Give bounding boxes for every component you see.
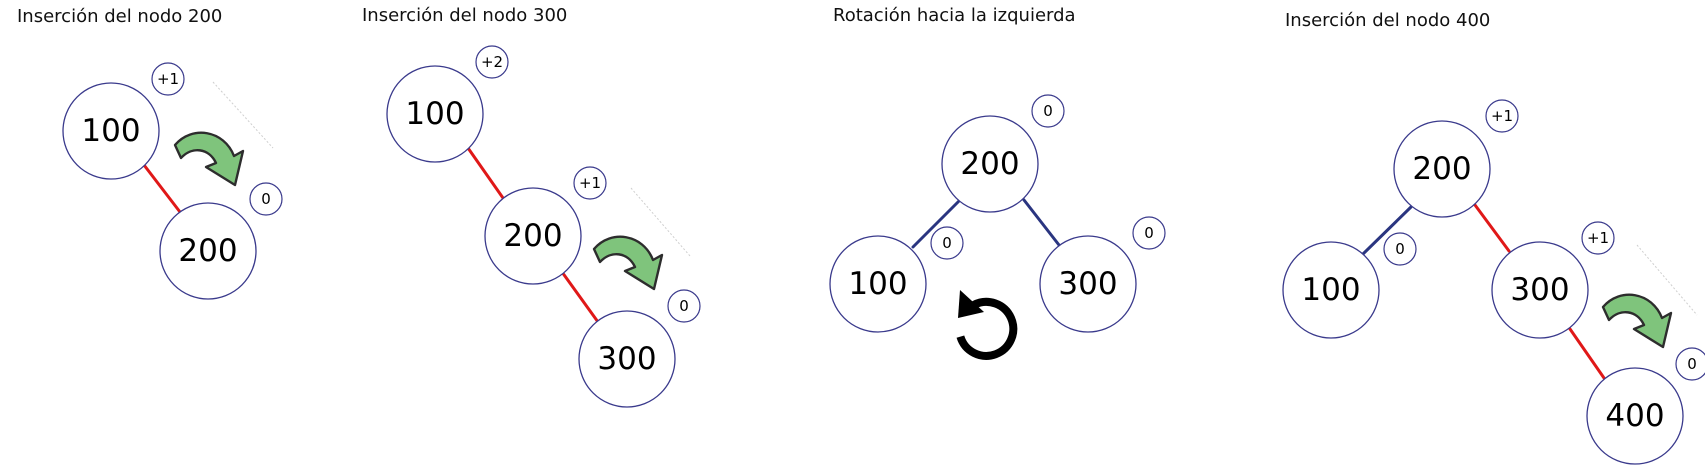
node-label: 100 <box>405 96 464 132</box>
balance-badge-100: 0 <box>930 226 964 260</box>
edge-300-400 <box>1568 327 1606 380</box>
node-label: 300 <box>597 341 656 377</box>
node-200: 200 <box>159 202 257 300</box>
node-100: 100 <box>1282 241 1380 339</box>
node-label: 100 <box>1301 272 1360 308</box>
edge-200-100 <box>911 198 962 249</box>
edge-200-100 <box>1361 205 1413 256</box>
node-label: 200 <box>960 146 1019 182</box>
svg-text:0: 0 <box>1043 102 1053 120</box>
node-100: 100 <box>386 65 484 163</box>
node-200: 200 <box>941 115 1039 213</box>
svg-text:0: 0 <box>679 297 689 315</box>
svg-text:0: 0 <box>261 190 271 208</box>
svg-text:+1: +1 <box>1587 229 1609 247</box>
motion-trail <box>212 81 274 149</box>
node-100: 100 <box>62 82 160 180</box>
svg-text:+1: +1 <box>579 174 601 192</box>
edge-200-300 <box>1022 198 1061 247</box>
node-label: 200 <box>1412 151 1471 187</box>
balance-badge-100: 0 <box>1383 232 1417 266</box>
edge-200-300 <box>1473 203 1511 253</box>
balance-badge-300: 0 <box>667 289 701 323</box>
svg-text:+2: +2 <box>481 53 503 71</box>
svg-text:0: 0 <box>1687 355 1697 373</box>
node-label: 300 <box>1510 272 1569 308</box>
node-label: 400 <box>1605 398 1664 434</box>
curved-arrow-icon <box>592 235 664 291</box>
node-label: 200 <box>178 233 237 269</box>
svg-text:+1: +1 <box>157 70 179 88</box>
balance-badge-200: +1 <box>573 166 607 200</box>
motion-trail <box>630 187 691 257</box>
panel-insert-200: Inserción del nodo 200 100 +1 200 0 <box>17 6 283 300</box>
node-label: 300 <box>1058 266 1117 302</box>
node-300: 300 <box>1039 235 1137 333</box>
node-400: 400 <box>1586 367 1684 465</box>
node-100: 100 <box>829 235 927 333</box>
node-label: 200 <box>503 218 562 254</box>
edge-200-300 <box>560 270 600 324</box>
panel-title: Inserción del nodo 200 <box>17 6 222 27</box>
balance-badge-100: +1 <box>151 62 185 96</box>
balance-badge-200: +1 <box>1485 99 1519 133</box>
edge-100-200 <box>466 146 505 200</box>
node-label: 100 <box>848 266 907 302</box>
edge-100-200 <box>142 163 182 214</box>
balance-badge-200: 0 <box>1031 94 1065 128</box>
svg-text:0: 0 <box>942 234 952 252</box>
panel-title: Rotación hacia la izquierda <box>833 5 1076 26</box>
svg-text:0: 0 <box>1395 240 1405 258</box>
balance-badge-400: 0 <box>1675 347 1705 381</box>
curved-arrow-icon <box>1601 293 1673 349</box>
panel-rotate-left: Rotación hacia la izquierda 200 0 100 0 … <box>829 5 1166 360</box>
balance-badge-300: +1 <box>1581 221 1615 255</box>
balance-badge-200: 0 <box>249 182 283 216</box>
panel-insert-400: Inserción del nodo 400 200 +1 100 0 300 … <box>1282 10 1705 465</box>
svg-text:0: 0 <box>1144 224 1154 242</box>
node-label: 100 <box>81 113 140 149</box>
panel-insert-300: Inserción del nodo 300 100 +2 200 +1 300… <box>362 5 701 408</box>
curved-arrow-icon <box>173 131 245 187</box>
node-200: 200 <box>1393 120 1491 218</box>
panel-title: Inserción del nodo 400 <box>1285 10 1490 31</box>
rotate-counterclockwise-icon <box>956 290 1018 360</box>
motion-trail <box>1636 244 1698 316</box>
svg-text:+1: +1 <box>1491 107 1513 125</box>
node-200: 200 <box>484 187 582 285</box>
balance-badge-300: 0 <box>1132 216 1166 250</box>
panel-title: Inserción del nodo 300 <box>362 5 567 26</box>
balance-badge-100: +2 <box>475 45 509 79</box>
node-300: 300 <box>578 310 676 408</box>
node-300: 300 <box>1491 241 1589 339</box>
